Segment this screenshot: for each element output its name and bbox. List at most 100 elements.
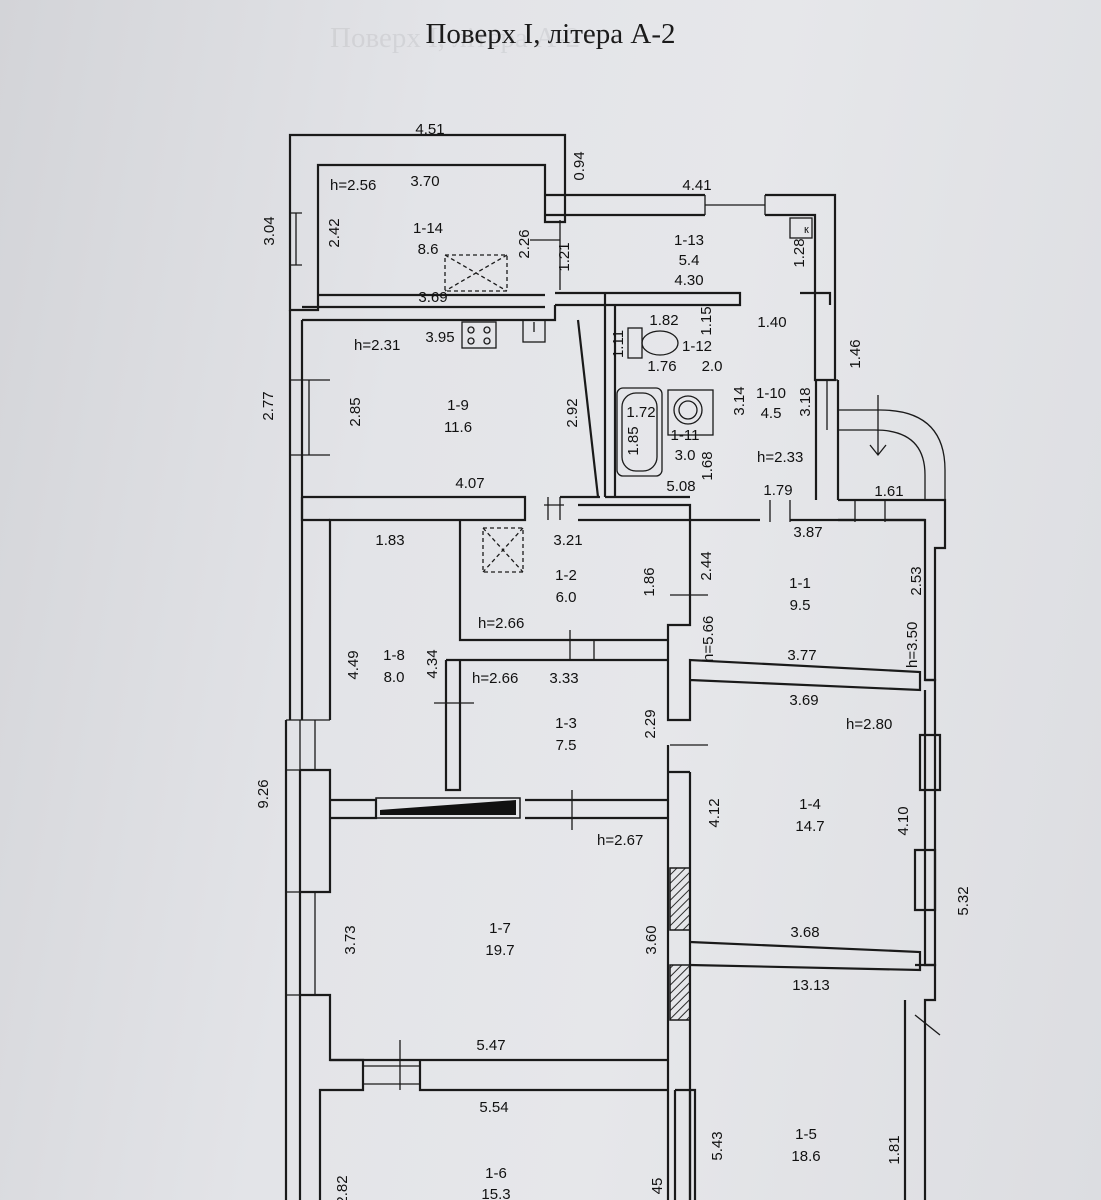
height-1-14: h=2.56 bbox=[330, 177, 376, 194]
dim-1-85: 1.85 bbox=[625, 426, 642, 455]
room-1-4-id: 1-4 bbox=[799, 796, 821, 813]
interior-walls bbox=[300, 291, 925, 1200]
floor-title: Поверх І, літера А-2 bbox=[425, 18, 676, 50]
dim-4-49: 4.49 bbox=[345, 650, 362, 679]
dim-3-47: 3.68 bbox=[790, 924, 819, 941]
room-1-13-area: 5.4 bbox=[679, 252, 700, 269]
room-1-7-id: 1-7 bbox=[489, 920, 511, 937]
dim-2-29: 2.29 bbox=[642, 709, 659, 738]
dim-2-53: 2.53 bbox=[908, 566, 925, 595]
dim-1-81: 2.82 bbox=[334, 1175, 351, 1200]
vertical-dimensions: 0.94 2.42 2.26 3.04 1.21 1.28 2.85 2.92 … bbox=[255, 151, 972, 1200]
dim-3-95: 3.95 bbox=[425, 329, 454, 346]
dim-1-40: 1.40 bbox=[757, 314, 786, 331]
room-1-2-id: 1-2 bbox=[555, 567, 577, 584]
dim-1-21: 1.21 bbox=[556, 242, 573, 271]
room-1-9-id: 1-9 bbox=[447, 397, 469, 414]
dim-3-68: 3.73 bbox=[342, 925, 359, 954]
dim-3-60: 13.13 bbox=[792, 977, 830, 994]
room-labels: 1-1 9.5 1-2 6.0 1-3 7.5 1-4 14.7 1-5 18.… bbox=[383, 220, 824, 1200]
stove-bar bbox=[375, 797, 521, 819]
hatched-chimney-top bbox=[669, 867, 691, 931]
room-1-4-area: 14.7 bbox=[795, 818, 824, 835]
dim-1-79: 1.68 bbox=[699, 451, 716, 480]
bleed-through-title: Поверх І, літера А-2 bbox=[330, 22, 581, 54]
dim-4-12: 4.12 bbox=[706, 798, 723, 827]
dim-3-04: 3.04 bbox=[261, 216, 278, 245]
exterior-walls bbox=[284, 133, 947, 1200]
dim-5-08: 1.46 bbox=[847, 339, 864, 368]
room-1-11-id: 1-11 bbox=[671, 427, 700, 444]
dim-2-42: 2.42 bbox=[326, 218, 343, 247]
room-1-5-area: 18.6 bbox=[791, 1148, 820, 1165]
dim-3-70: 3.70 bbox=[410, 173, 439, 190]
dim-2-77: 2.77 bbox=[260, 391, 277, 420]
dim-5-54: 5.43 bbox=[709, 1131, 726, 1160]
dim-4-07: 4.07 bbox=[455, 475, 484, 492]
dim-1-68: 1.61 bbox=[874, 483, 903, 500]
dim-3-69: 3.69 bbox=[418, 289, 447, 306]
room-1-12-id: 1-12 bbox=[682, 338, 712, 355]
height-1-1-b: h=3.50 bbox=[904, 622, 921, 668]
dim-1-11: 1.11 bbox=[610, 330, 627, 358]
dim-3-21: 3.21 bbox=[553, 532, 582, 549]
dim-4-10: 4.10 bbox=[895, 806, 912, 835]
stove-mark: к bbox=[804, 224, 809, 236]
dim-2-85: 2.85 bbox=[347, 397, 364, 426]
dim-3-73: 3.60 bbox=[643, 925, 660, 954]
dim-5-43: 1.81 bbox=[886, 1135, 903, 1164]
dim-4-51: 4.51 bbox=[415, 121, 444, 138]
dim-1-72: 1.72 bbox=[626, 404, 655, 421]
room-1-5-id: 1-5 bbox=[795, 1126, 817, 1143]
room-1-11-area: 3.0 bbox=[675, 447, 696, 464]
dim-3-33: 3.33 bbox=[549, 670, 578, 687]
dim-5-47: 5.54 bbox=[479, 1099, 508, 1116]
dim-5-32: 5.47 bbox=[476, 1037, 505, 1054]
room-1-9-area: 11.6 bbox=[444, 419, 472, 436]
horizontal-dimensions: 4.51 4.41 3.70 3.69 4.30 3.95 4.07 1.82 … bbox=[375, 121, 903, 1116]
room-1-8-id: 1-8 bbox=[383, 647, 405, 664]
room-1-14-id: 1-14 bbox=[413, 220, 443, 237]
room-1-14-area: 8.6 bbox=[418, 241, 439, 258]
height-1-1-a: h=5.66 bbox=[700, 616, 717, 662]
height-1-4: h=2.80 bbox=[846, 716, 892, 733]
dim-2-26: 2.26 bbox=[516, 229, 533, 258]
dim-1-76: 1.76 bbox=[647, 358, 676, 375]
height-labels: h=2.56 h=2.31 h=2.33 h=2.66 h=2.66 h=2.6… bbox=[330, 177, 921, 849]
room-1-2-area: 6.0 bbox=[556, 589, 577, 606]
door-ticks bbox=[399, 220, 941, 1090]
room-1-1-id: 1-1 bbox=[789, 575, 811, 592]
room-1-6-area: 15.3 bbox=[481, 1186, 510, 1200]
dim-4-34: 4.34 bbox=[424, 649, 441, 678]
room-1-13-id: 1-13 bbox=[674, 232, 704, 249]
skylights bbox=[444, 254, 524, 573]
room-1-3-id: 1-3 bbox=[555, 715, 577, 732]
height-1-7: h=2.67 bbox=[597, 832, 643, 849]
window-openings bbox=[286, 195, 935, 1085]
height-1-9: h=2.31 bbox=[354, 337, 400, 354]
dim-3-87: 3.87 bbox=[793, 524, 822, 541]
height-1-3: h=2.66 bbox=[472, 670, 518, 687]
dim-1-83: 1.83 bbox=[375, 532, 404, 549]
dim-3-14: 3.14 bbox=[731, 386, 748, 415]
dim-1-28: 1.28 bbox=[791, 238, 808, 267]
room-1-1-area: 9.5 bbox=[790, 597, 811, 614]
dim-13-13: 5.32 bbox=[955, 886, 972, 915]
dim-4-30: 4.30 bbox=[674, 272, 703, 289]
room-1-6-id: 1-6 bbox=[485, 1165, 507, 1182]
dim-1-15: 1.15 bbox=[698, 306, 715, 335]
dim-2-82: 45 bbox=[649, 1178, 666, 1195]
fixtures bbox=[461, 217, 813, 477]
dim-1-46: 1.79 bbox=[763, 482, 792, 499]
dim-3-77: 3.77 bbox=[787, 647, 816, 664]
dim-3-69b: 3.69 bbox=[789, 692, 818, 709]
dim-2-92: 2.92 bbox=[564, 398, 581, 427]
entrance-steps bbox=[838, 395, 946, 500]
dim-1-86: 1.86 bbox=[641, 567, 658, 596]
dim-3-18: 3.18 bbox=[797, 387, 814, 416]
room-1-7-area: 19.7 bbox=[485, 942, 514, 959]
room-1-3-area: 7.5 bbox=[556, 737, 577, 754]
dim-1-61: 5.08 bbox=[666, 478, 695, 495]
